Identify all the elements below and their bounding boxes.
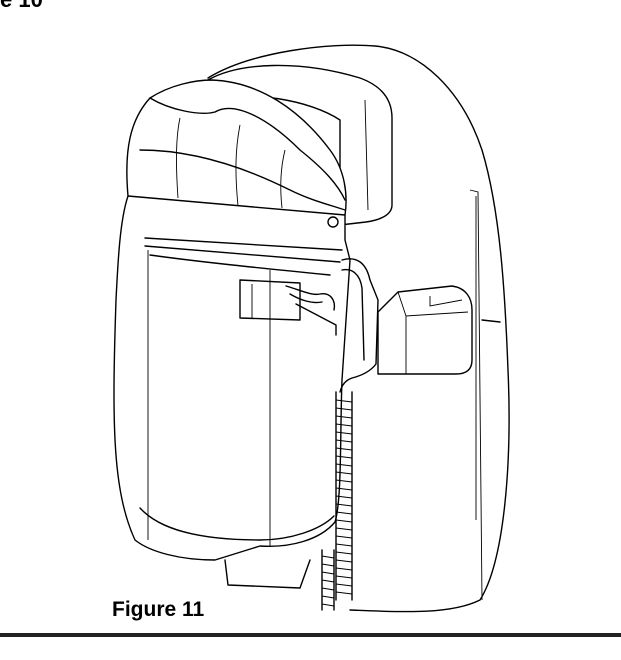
side-bracket xyxy=(377,285,473,375)
rear-housing-edge xyxy=(469,189,483,601)
main-body xyxy=(113,79,351,561)
horizontal-rule xyxy=(0,633,621,637)
rear-housing-outline xyxy=(207,44,510,613)
coiled-hose xyxy=(321,391,353,611)
top-flap xyxy=(207,64,393,226)
previous-figure-caption: e 10 xyxy=(0,0,43,13)
figure-caption: Figure 11 xyxy=(112,598,205,621)
